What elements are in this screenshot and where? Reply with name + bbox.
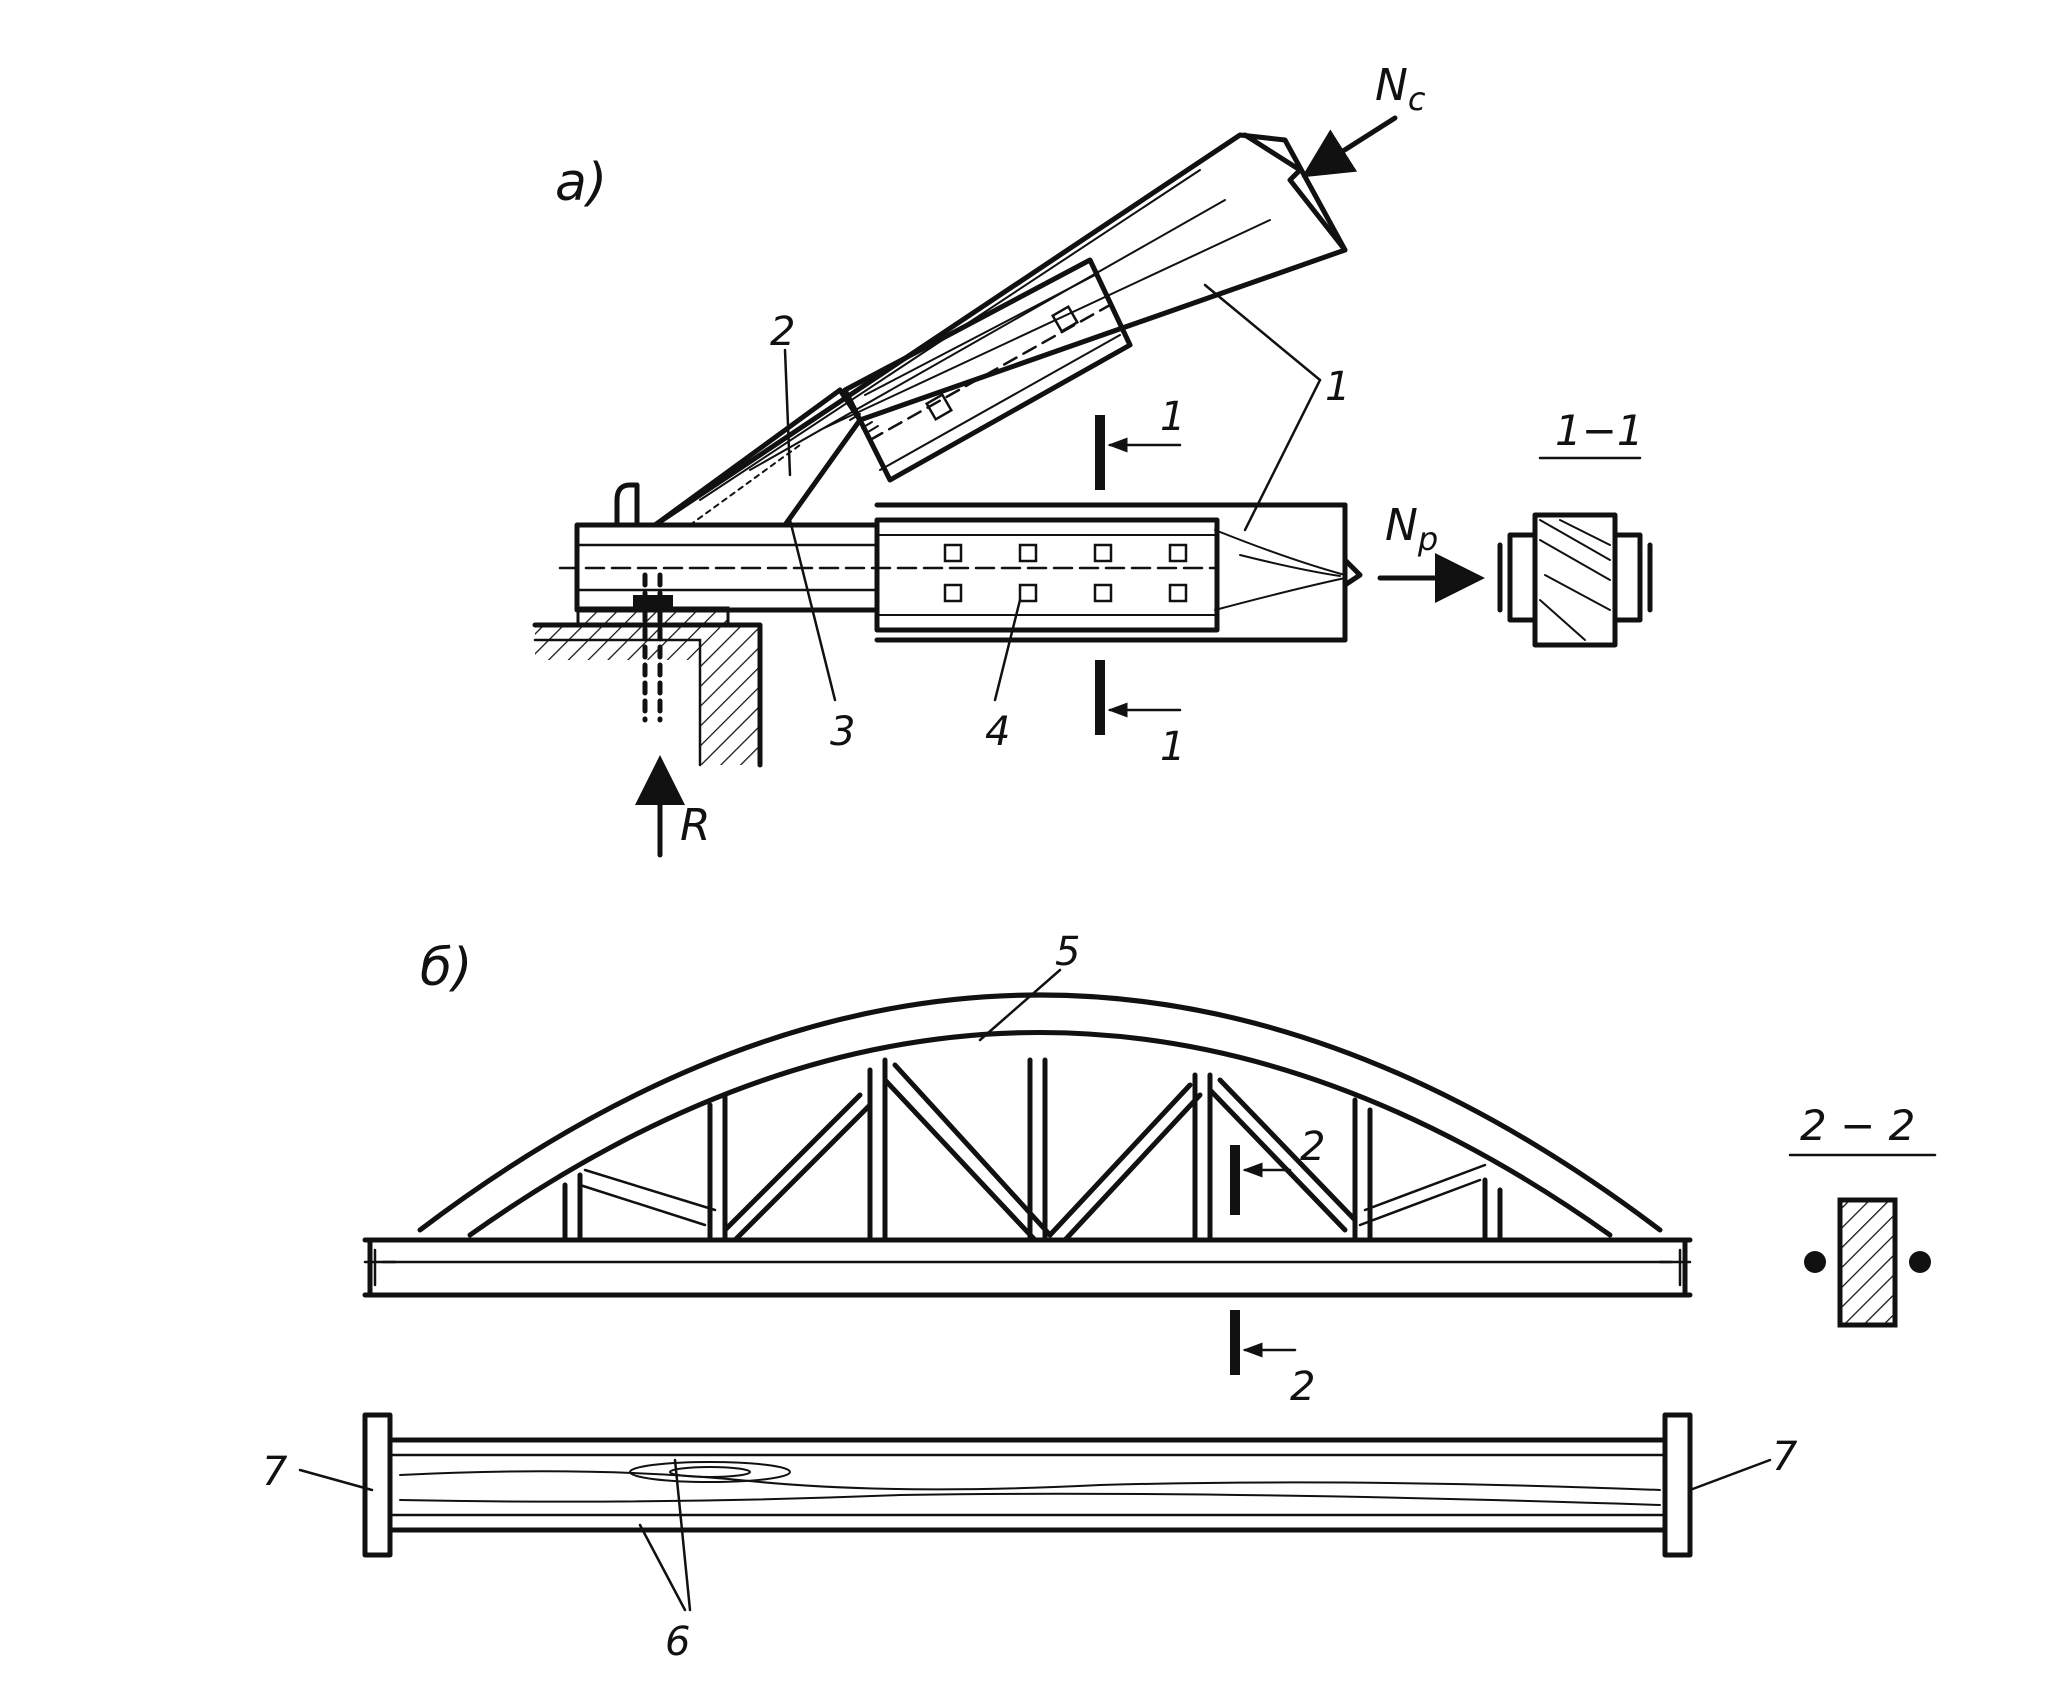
- lower-side-plates: [558, 517, 1220, 633]
- section-2-2-detail: 2 − 2: [1788, 1101, 1937, 1328]
- callout-3: 3: [830, 709, 855, 755]
- arched-truss-drawing: б): [262, 929, 1937, 1665]
- callout-6: 6: [665, 1619, 690, 1665]
- truss-support-node-drawing: а): [532, 60, 1653, 858]
- bottom-chord-plan-view: [362, 1412, 1693, 1558]
- part-a-label: а): [555, 153, 607, 213]
- web-members: [562, 1057, 1503, 1243]
- upper-side-plates: [842, 257, 1133, 483]
- lower-chord-timber: [874, 502, 1363, 643]
- bolt-row-bottom: [943, 583, 1188, 603]
- callout-1: 1: [1325, 364, 1350, 410]
- section-1-1-detail: 1−1: [1497, 406, 1653, 648]
- force-np-label: Np: [1385, 500, 1438, 558]
- force-compression: Nc: [1301, 60, 1426, 178]
- section-mark-1-bottom: 1: [1160, 724, 1185, 770]
- section-cut-2: 2 2: [1230, 1124, 1325, 1410]
- force-r-label: R: [680, 800, 711, 851]
- arched-top-chord: [417, 992, 1663, 1238]
- bolt-row-top: [943, 543, 1188, 563]
- leader-5: [978, 968, 1062, 1042]
- section-mark-1-top: 1: [1160, 394, 1185, 440]
- force-tension: Np: [1377, 500, 1485, 603]
- callouts-a: 2 1 3 4: [770, 283, 1350, 755]
- callout-5: 5: [1055, 929, 1080, 975]
- anchor-bolt: [633, 572, 673, 723]
- section-mark-2-bottom: 2: [1290, 1364, 1315, 1410]
- callout-7-right: 7: [1772, 1434, 1798, 1480]
- callout-4: 4: [985, 709, 1010, 755]
- force-reaction: R: [635, 755, 711, 858]
- section-1-1-title: 1−1: [1555, 406, 1644, 455]
- bottom-chord: [362, 1237, 1693, 1298]
- upper-chord-timber: [652, 132, 1348, 528]
- callouts-b: 6 7 7: [262, 1434, 1798, 1665]
- callout-7-left: 7: [262, 1449, 288, 1495]
- part-b-label: б): [420, 938, 472, 998]
- force-nc-label: Nc: [1375, 60, 1426, 118]
- steel-shoe: [574, 482, 880, 613]
- support-wall: [532, 622, 763, 768]
- section-2-2-title: 2 − 2: [1800, 1101, 1915, 1150]
- callout-2: 2: [770, 309, 795, 355]
- section-mark-2-top: 2: [1300, 1124, 1325, 1170]
- section-cut-1: 1 1: [1095, 394, 1185, 770]
